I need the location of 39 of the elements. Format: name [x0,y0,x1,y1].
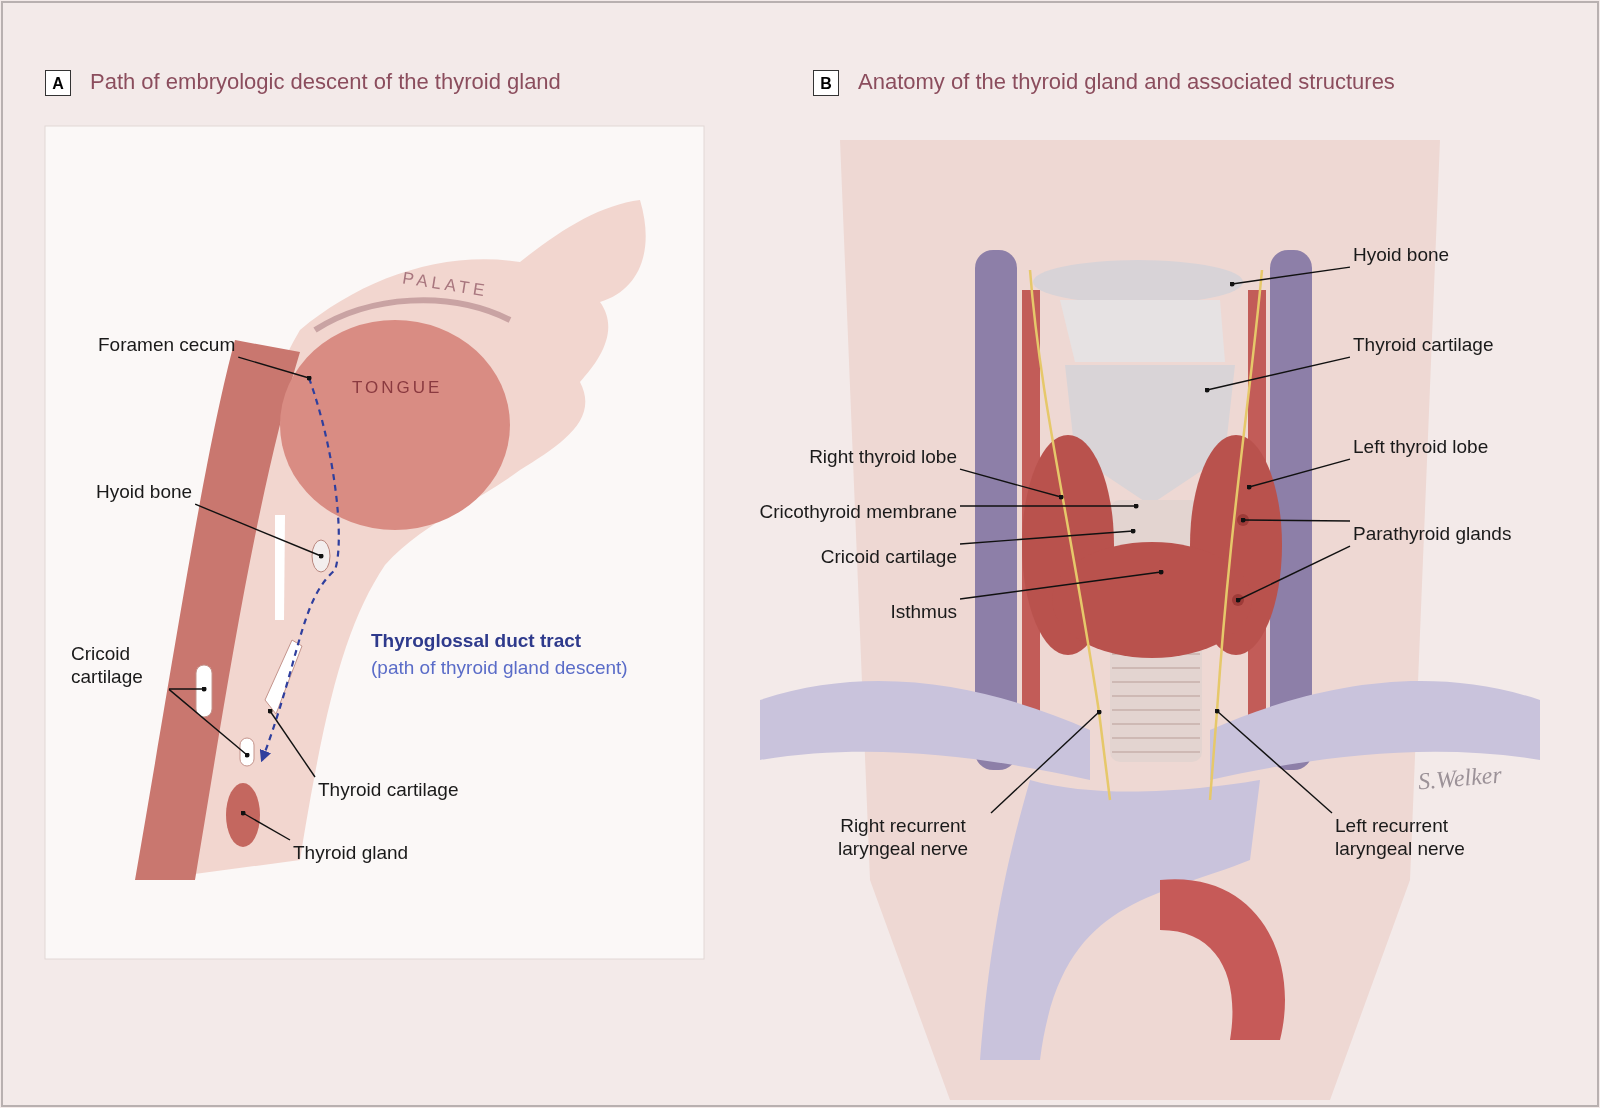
region-label: TONGUE [352,378,443,398]
anatomy-label: Thyroid gland [293,841,409,865]
leader-line [1229,266,1351,287]
anatomy-label: Cricoid cartilage [71,642,166,689]
leader-line [1214,708,1333,814]
anatomy-label: Hyoid bone [96,480,193,504]
panel-heading: Path of embryologic descent of the thyroid gland [90,69,561,95]
anatomy-label: Cricoid cartilage [820,545,957,569]
anatomy-label: Thyroid cartilage [318,778,459,802]
anatomy-label: Isthmus [890,600,957,624]
anatomy-label: Left thyroid lobe [1353,435,1489,459]
leader-line [168,688,250,758]
anatomy-label: Parathyroid glands [1353,522,1512,546]
anatomy-label: Left recurrent laryngeal nerve [1335,814,1495,861]
panel-letter: A [45,70,71,96]
duct-tract-note: (path of thyroid gland descent) [371,657,628,679]
leader-line [267,708,316,778]
anatomy-label: Foramen cecum [98,333,236,357]
duct-tract-label: Thyroglossal duct tract [371,630,582,652]
leader-line [1240,517,1351,523]
artist-signature: S.Welker [1417,761,1503,796]
leader-line [237,356,312,381]
panel-heading: Anatomy of the thyroid gland and associated structures [858,69,1395,95]
anatomy-label: Cricothyroid membrane [759,500,957,524]
region-label: PALATE [400,268,490,302]
leader-line [168,686,207,692]
leader-line [1204,356,1351,393]
leader-line [1235,545,1351,603]
leader-line [959,503,1139,509]
leader-line [959,569,1164,600]
leader-line [990,709,1102,814]
anatomy-label: Right recurrent laryngeal nerve [818,814,988,861]
anatomy-label: Right thyroid lobe [809,445,957,469]
anatomy-label: Hyoid bone [1353,243,1450,267]
leader-line [959,528,1136,545]
anatomy-label: Thyroid cartilage [1353,333,1494,357]
leader-line [240,810,291,841]
leader-line [1246,458,1351,490]
panel-letter: B [813,70,839,96]
